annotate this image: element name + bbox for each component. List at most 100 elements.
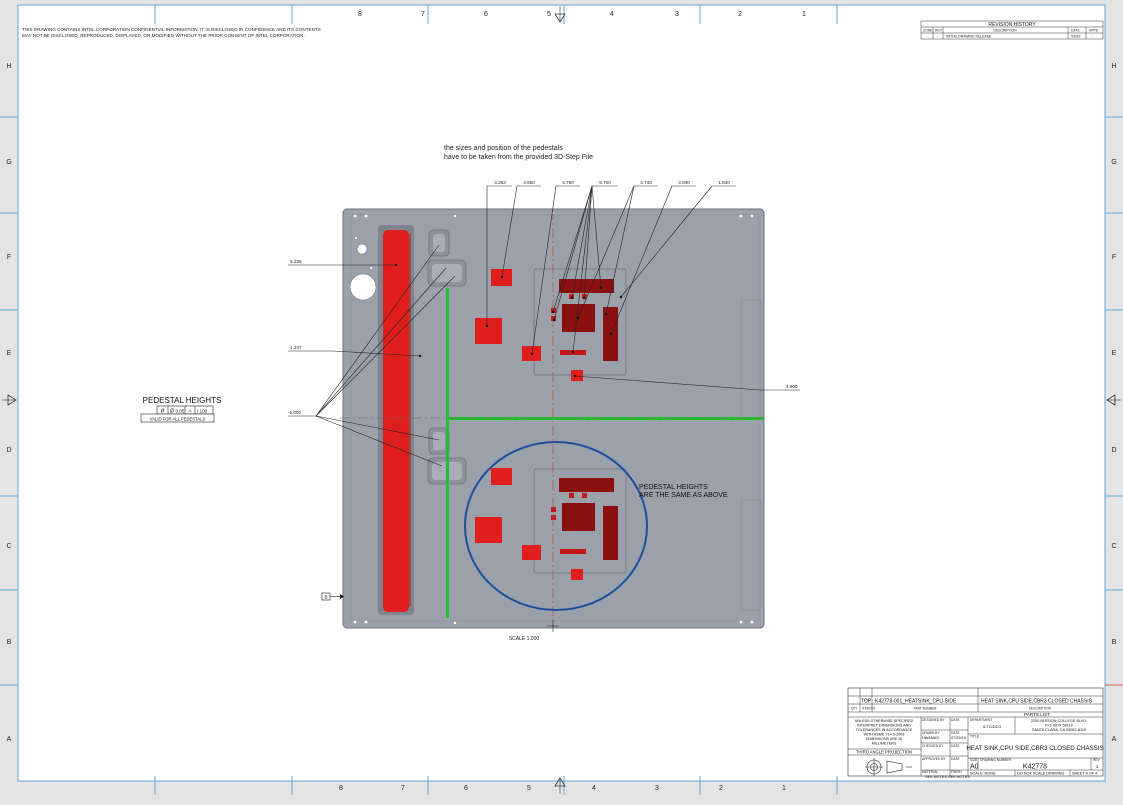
zone-col-label: 6 [484, 11, 488, 18]
tb-rev-label: REV [1093, 758, 1101, 762]
pedestal-bar [383, 230, 409, 612]
parallelism-symbol: // [161, 409, 165, 415]
tb-description-label: DESCRIPTION [1029, 707, 1051, 711]
zone-col-label: 8 [358, 11, 362, 18]
tb-finish: SEE NOTES [948, 775, 970, 779]
zone-row-label: F [1112, 254, 1116, 261]
zone-row-label: D [1111, 447, 1116, 454]
zone-col-label: 1 [782, 785, 786, 792]
title-block: TOP K42778-001_HEATSINK_CPU-SIDE HEAT SI… [847, 687, 1104, 779]
zone-row-label: H [6, 63, 11, 70]
zone-row-label: A [1112, 736, 1117, 743]
feature-control-frame [140, 405, 215, 423]
fcf-datum: A [188, 409, 192, 415]
scale-note: SCALE 1.000 [509, 636, 540, 642]
tb-tolerance-note: TOLERANCES IN ACCORDANCE [856, 728, 913, 732]
heatsink-plate [340, 208, 765, 632]
tb-department-label: DEPARTMENT [970, 718, 992, 722]
pedestal-heights-title: PEDESTAL HEIGHTS [143, 396, 222, 405]
tb-tolerance-note: INTERPRET DIMENSIONS AND [857, 724, 911, 728]
valid-note: VALID FOR ALL PEDESTALS [150, 416, 206, 421]
zone-col-label: 7 [421, 11, 425, 18]
zone-col-label: 4 [610, 11, 614, 18]
zone-col-label: 7 [401, 785, 405, 792]
step-file-note-line: have to be taken from the provided 3D-St… [444, 154, 593, 161]
zone-col-label: 2 [719, 785, 723, 792]
tb-part-description: HEAT SINK,CPU SIDE,CBR3 CLOSED CHASSIS [981, 699, 1093, 705]
revision-history [920, 20, 1104, 40]
tb-address-line: P.O. BOX 58119 [1045, 724, 1073, 728]
zone-col-label: 8 [339, 785, 343, 792]
zone-col-label: 6 [464, 785, 468, 792]
tb-tolerance-note: UNLESS OTHERWISE SPECIFIED [855, 719, 914, 723]
tb-parts-list: PARTS LIST [1024, 712, 1050, 717]
zone-col-label: 5 [527, 785, 531, 792]
diameter-icon: Ø [170, 409, 174, 415]
callout-label: 4.900 [786, 384, 798, 389]
tb-drawing-number: K42778 [1023, 764, 1047, 771]
rev-header: REV [935, 29, 943, 33]
tb-item-label: ITEM NO [862, 707, 876, 711]
rev-header: DESCRIPTION [993, 29, 1017, 33]
zone-row-label: D [6, 447, 11, 454]
tb-part-number-label: PART NUMBER [914, 707, 938, 711]
zone-col-label: 3 [655, 785, 659, 792]
callouts-top: 3.283 4.550 4.790 5.700 4.740 3.040 1.84… [494, 180, 730, 185]
tb-projection: THIRD ANGLE PROJECTION [856, 750, 912, 755]
zone-col-label: 5 [547, 11, 551, 18]
same-heights-circle [464, 441, 648, 611]
pedestals-lower [475, 468, 618, 580]
zone-col-label: 4 [592, 785, 596, 792]
zone-col-label: 3 [675, 11, 679, 18]
tb-qty-label: QTY [851, 707, 858, 711]
tb-date-label: DATE [951, 731, 960, 735]
mounting-hole [349, 273, 377, 301]
rev-cell: 5/9/19 [1071, 35, 1081, 39]
tb-top-label: TOP [861, 699, 872, 705]
zone-row-label: B [7, 639, 12, 646]
callout-label: 4.550 [523, 180, 535, 185]
green-rib-horizontal [446, 417, 764, 420]
datum-b-arrow [340, 594, 344, 599]
pedestal-note-line: ARE THE SAME AS ABOVE [639, 492, 728, 499]
mounting-hole [356, 243, 368, 255]
callout-label: -5.000 [288, 410, 301, 415]
zone-col-label: 1 [802, 11, 806, 18]
confidential-notice-line: THIS DRAWING CONTAINS INTEL CORPORATION … [22, 27, 321, 32]
tb-tolerance-note: WITH ASME Y14.5-2009 [864, 733, 905, 737]
callout-label: 4.790 [562, 180, 574, 185]
tb-title: HEAT SINK,CPU SIDE,CBR3 CLOSED CHASSIS [966, 745, 1103, 752]
tb-material: SEE NOTES [925, 775, 947, 779]
rev-cell: - [937, 35, 938, 39]
callout-label: 3.283 [494, 180, 506, 185]
zone-row-label: A [7, 736, 12, 743]
callout-label: 5.226 [290, 259, 302, 264]
rev-header: DATE [1071, 29, 1081, 33]
green-rib-vertical [446, 288, 449, 618]
tb-date-label: DATE [951, 744, 960, 748]
pedestal-note-line: PEDESTAL HEIGHTS [639, 484, 708, 491]
zone-col-label: 2 [738, 11, 742, 18]
rev-cell: - [1092, 35, 1093, 39]
zone-rows-right: H G F E D C B A [1111, 63, 1116, 743]
rev-cell: - [926, 35, 927, 39]
zone-row-label: H [1111, 63, 1116, 70]
zone-columns-top: 8 7 6 5 4 3 2 1 [358, 11, 806, 18]
tb-approved-by-label: APPROVED BY [922, 757, 946, 761]
tb-tolerance-note: MILLIMETERS [872, 742, 897, 746]
datum-b-label: B [324, 595, 327, 600]
tb-size: A0 [970, 764, 979, 771]
zone-row-label: C [6, 543, 11, 550]
tb-drawn-date: 07/29/19 [951, 736, 966, 740]
tb-checked-by-label: CHECKED BY [922, 744, 944, 748]
tb-drawing-number-label: DRAWING NUMBER [980, 758, 1012, 762]
tb-tolerance-note: DIMENSIONS ARE IN [866, 737, 903, 741]
tb-date-label: DATE [951, 757, 960, 761]
zone-row-label: E [1112, 350, 1117, 357]
fcf-tolerance: 0.05 [176, 409, 185, 414]
tb-title-label: TITLE [970, 735, 980, 739]
zone-row-label: G [1111, 159, 1116, 166]
callout-label: 1.840 [718, 180, 730, 185]
tb-address-line: SANTA CLARA, CA 95052-8119 [1032, 728, 1086, 732]
